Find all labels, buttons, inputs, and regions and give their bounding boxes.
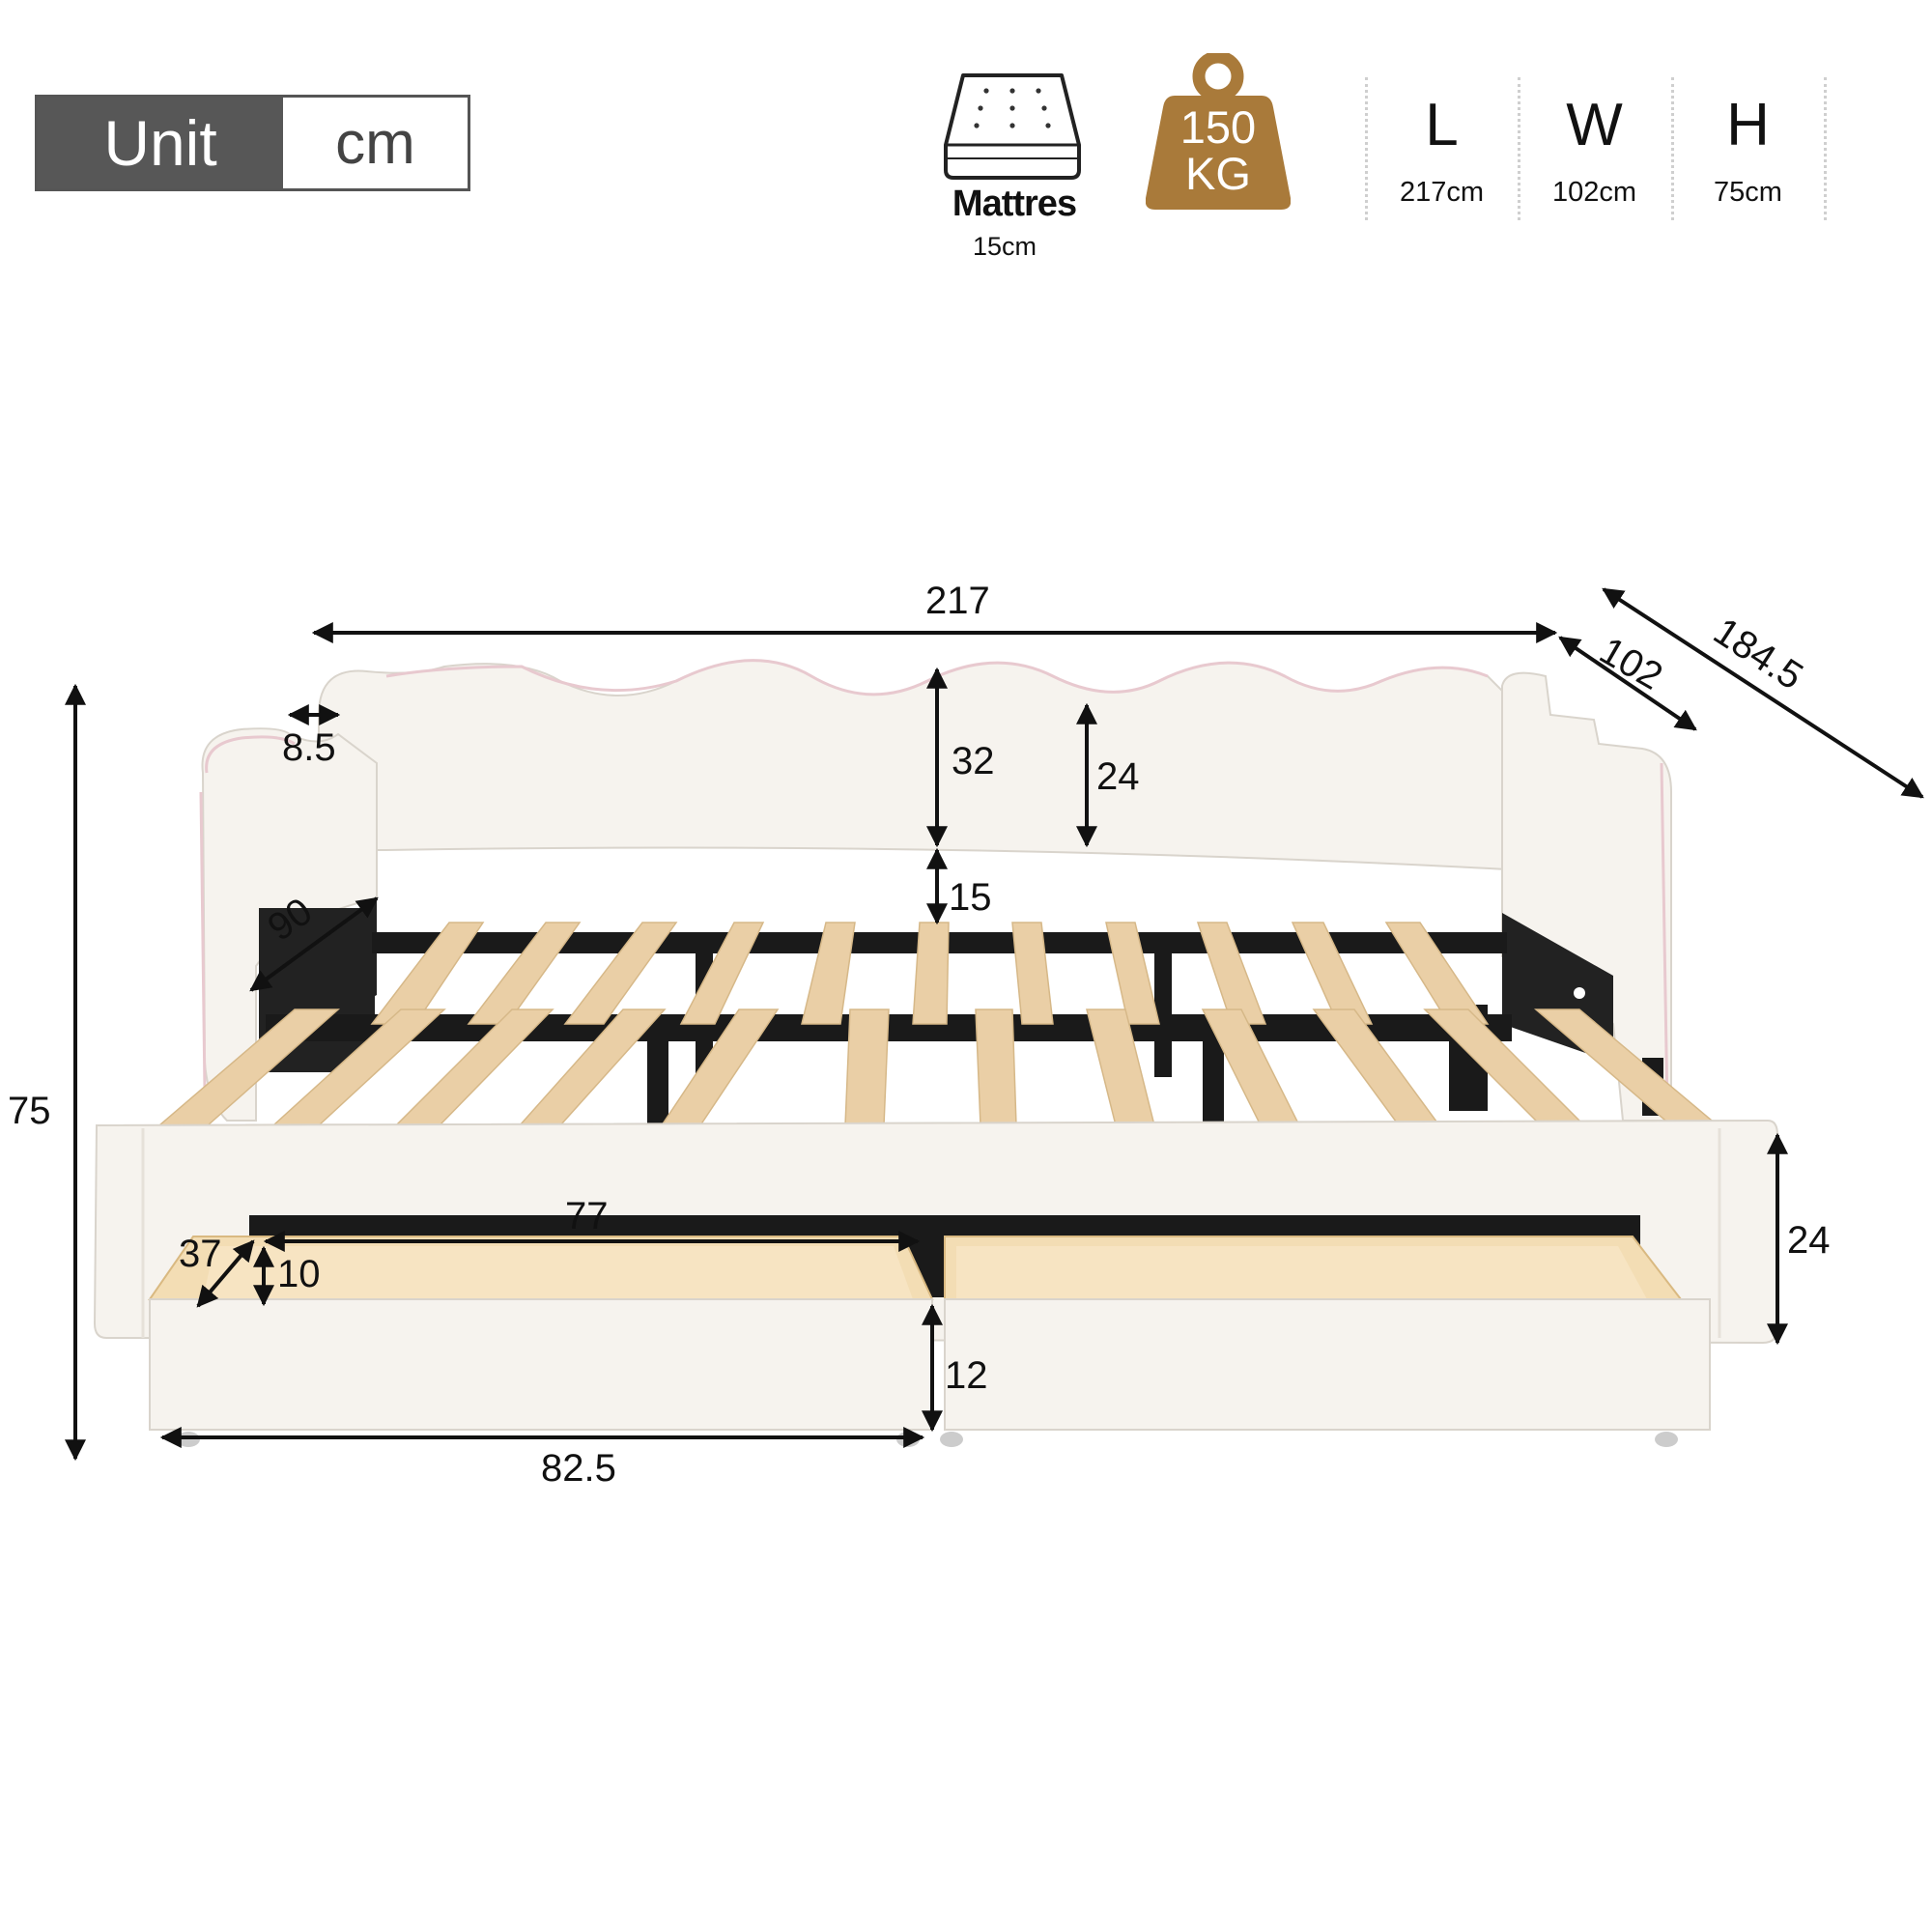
dimension-length: L 217cm — [1367, 89, 1517, 209]
divider — [1365, 77, 1368, 220]
drawer-right — [940, 1236, 1711, 1447]
dimension-height: H 75cm — [1673, 89, 1823, 209]
label-drawer-inner-length: 77 — [565, 1195, 609, 1237]
dim-line-drawer-inner-depth — [196, 1239, 255, 1308]
left-armrest-piping — [205, 735, 296, 774]
slats-back — [370, 922, 1490, 1025]
label-mattress-gap: 15 — [949, 876, 992, 919]
label-total-height: 75 — [8, 1090, 51, 1132]
load-capacity: 150 KG — [1146, 104, 1291, 197]
divider — [1824, 77, 1827, 220]
weight-icon — [1146, 53, 1291, 210]
load-unit: KG — [1185, 148, 1251, 199]
mattress-icon — [944, 73, 1081, 180]
dimension-letter: H — [1726, 92, 1770, 158]
mattress-label: Mattres — [952, 184, 1077, 224]
load-value: 150 — [1179, 101, 1257, 153]
dimension-letter: L — [1425, 92, 1459, 158]
dimension-value: 217cm — [1399, 177, 1485, 208]
divider — [1671, 77, 1674, 220]
label-total-length: 217 — [925, 580, 990, 622]
label-drawer-length: 82.5 — [541, 1447, 616, 1490]
unit-value: cm — [283, 98, 468, 188]
label-drawer-inner-height: 10 — [277, 1253, 321, 1295]
mattress-value: 15cm — [972, 232, 1037, 261]
backrest-piping — [385, 659, 1489, 696]
dimension-value: 75cm — [1714, 177, 1782, 208]
slats-front — [156, 1009, 1720, 1126]
dimension-letter: W — [1566, 92, 1623, 158]
dimension-value: 102cm — [1551, 177, 1637, 208]
dimension-width: W 102cm — [1520, 89, 1669, 209]
label-inner-backrest-height: 24 — [1096, 755, 1140, 798]
label-drawer-height: 12 — [945, 1354, 988, 1397]
unit-label: Unit — [38, 98, 283, 188]
label-backrest-height: 32 — [952, 740, 995, 782]
label-drawer-inner-depth: 37 — [179, 1233, 222, 1275]
dim-line-extended-width — [1602, 587, 1924, 799]
dim-line-side-depth — [249, 896, 379, 992]
unit-badge: Unit cm — [35, 95, 470, 191]
label-front-panel-height: 24 — [1787, 1219, 1831, 1262]
drawer-left — [148, 1236, 934, 1447]
label-armrest-width: 8.5 — [282, 726, 336, 769]
divider — [1518, 77, 1520, 220]
